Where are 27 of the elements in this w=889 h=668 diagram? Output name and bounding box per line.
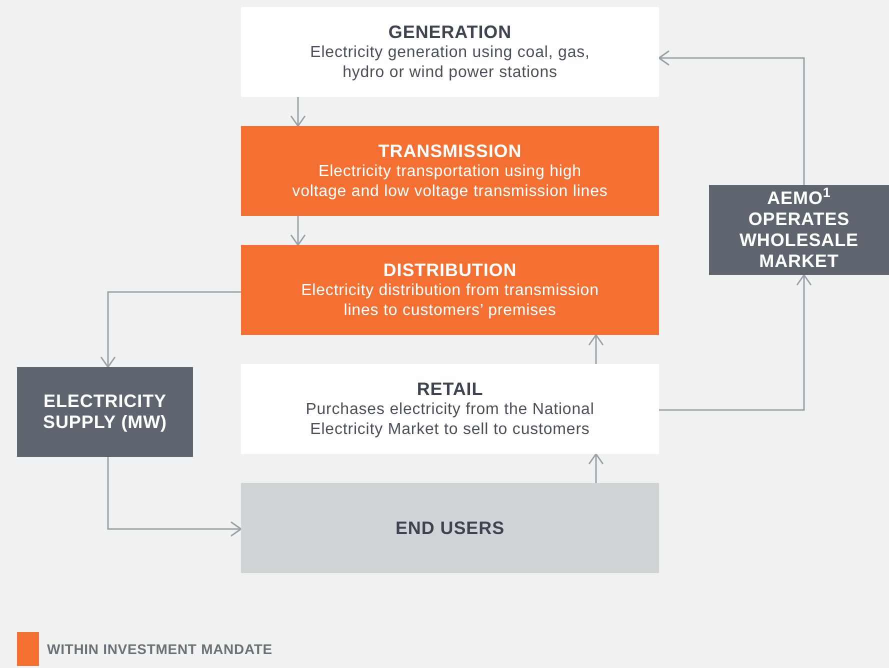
box-title: TRANSMISSION [378,140,522,162]
box-title: AEMO$^{1}$ OPERATES WHOLESALE MARKET [738,188,860,272]
box-description: Electricity distribution from transmission lines to customers’ premises [300,280,600,320]
box-title: RETAIL [416,378,484,400]
box-title: DISTRIBUTION [383,260,517,280]
arrow [588,453,604,483]
arrow [658,50,805,185]
arrow [290,97,306,127]
box-title: END USERS [395,518,505,538]
process-box [241,483,659,573]
market-box [709,185,889,275]
process-box [241,364,659,454]
supply-box [17,367,193,457]
arrow [290,216,306,246]
arrow [659,274,812,411]
process-box [241,245,659,335]
box-title: GENERATION [388,22,512,42]
legend-text: WITHIN INVESTMENT MANDATE [47,640,272,658]
box-title: ELECTRICITY SUPPLY (MW) [42,391,168,433]
arrow [100,291,241,368]
process-box [241,7,659,97]
arrow [107,457,242,537]
box-description: Purchases electricity from the National Electricity Market to sell to customers [304,400,596,440]
box-description: Electricity transportation using high voltage and low voltage transmission lines [291,162,609,202]
arrow [588,334,604,364]
box-description: Electricity generation using coal, gas, hydro or wind power stations [309,42,591,82]
process-box [241,126,659,216]
